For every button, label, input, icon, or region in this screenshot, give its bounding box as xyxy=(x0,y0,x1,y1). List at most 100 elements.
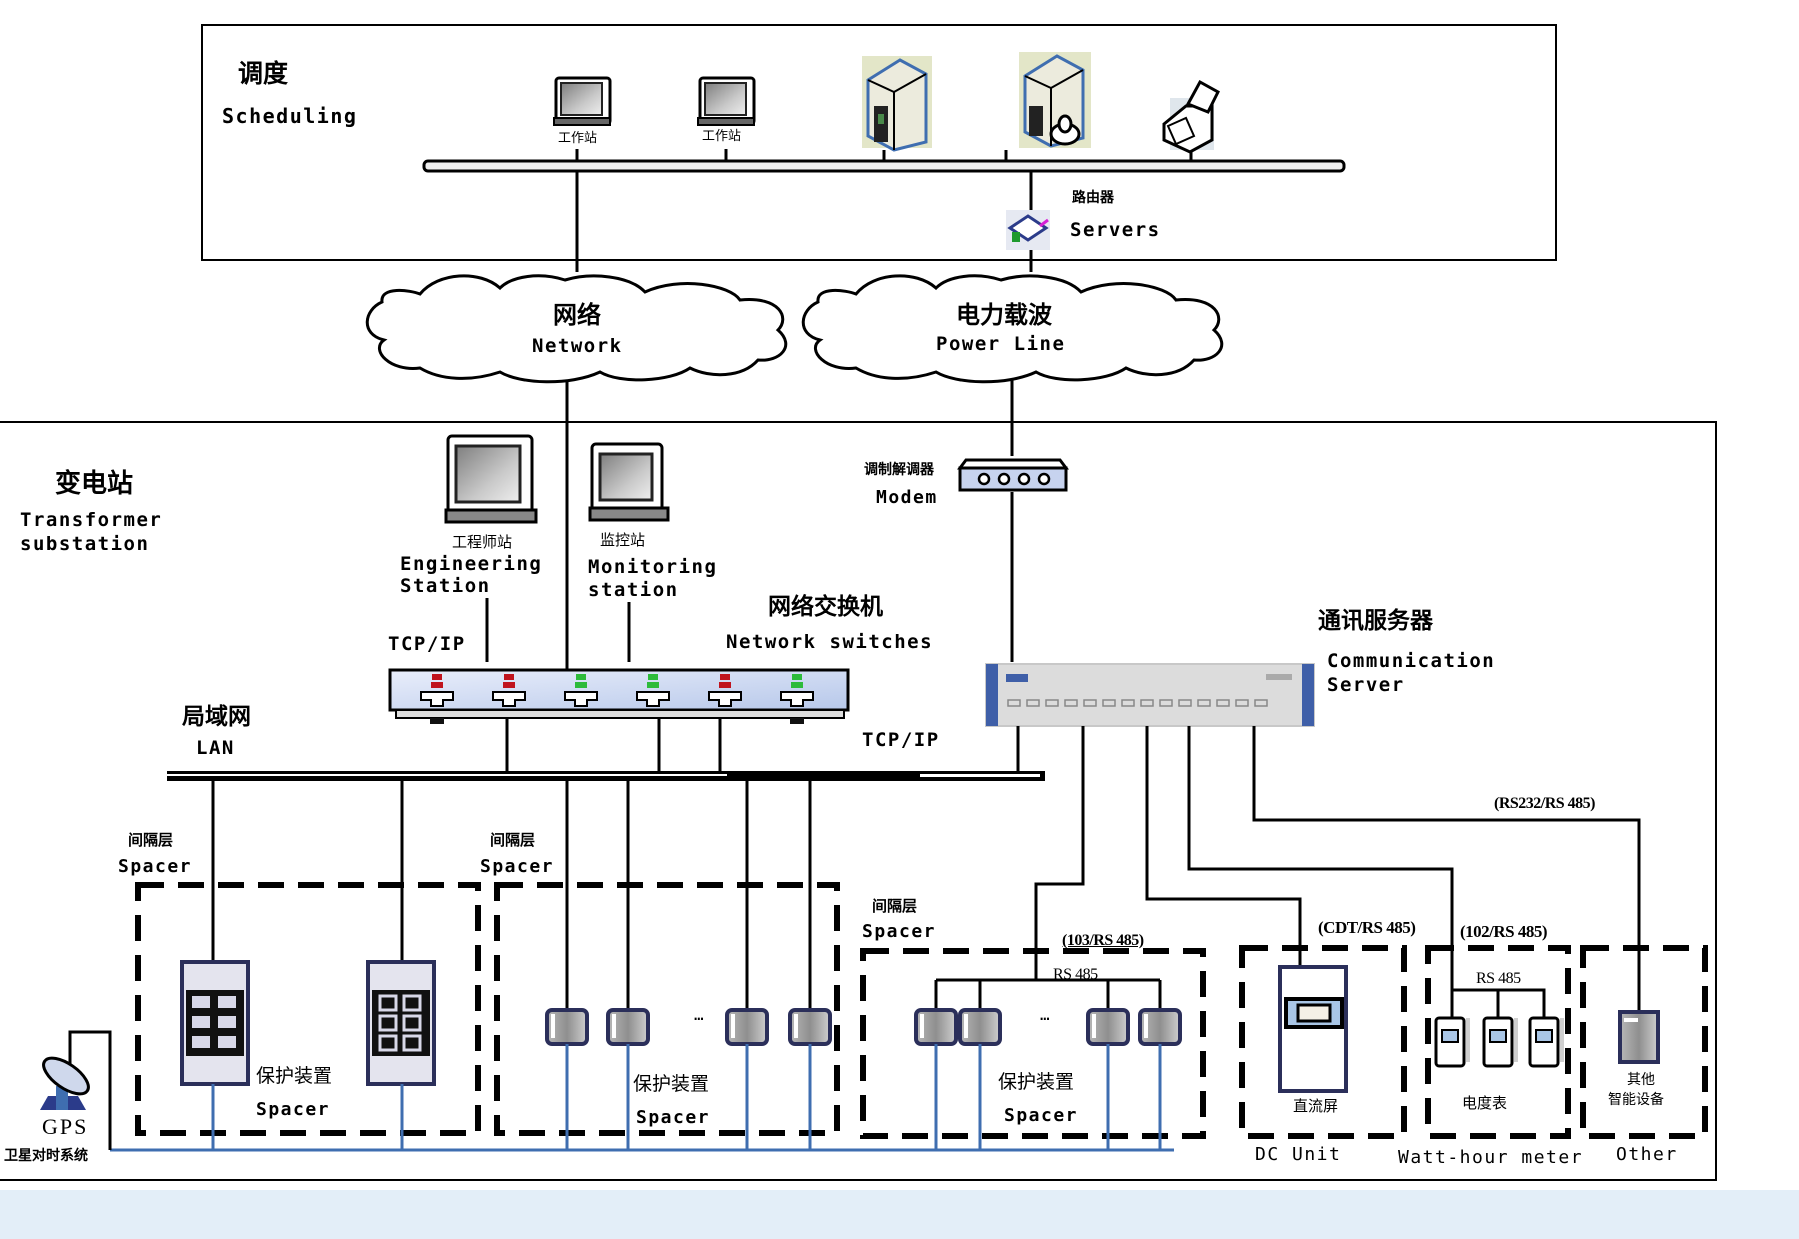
comm-server-label-cn: 通讯服务器 xyxy=(1318,608,1433,634)
watt-meter-icon xyxy=(1482,1016,1518,1068)
protection-device-icon xyxy=(1086,1008,1130,1046)
switch-port xyxy=(780,674,814,707)
watt-meter-label-en: Watt-hour meter xyxy=(1398,1147,1584,1168)
router-icon xyxy=(1006,210,1050,250)
network-cloud xyxy=(365,274,788,384)
switch-label-cn: 网络交换机 xyxy=(768,594,883,620)
rack-port xyxy=(1045,699,1059,707)
rack-port xyxy=(1102,699,1116,707)
spacer-box-1 xyxy=(135,882,481,1136)
monitoring-station-label-cn: 监控站 xyxy=(600,531,646,549)
workstation-label: 工作站 xyxy=(702,129,742,144)
protection-device-icon xyxy=(914,1008,958,1046)
rack-port xyxy=(1197,699,1211,707)
ellipsis: … xyxy=(1040,1005,1050,1024)
watt-meter-label-cn: 电度表 xyxy=(1462,1094,1508,1112)
rack-port xyxy=(1007,699,1021,707)
spacer-header-en: Spacer xyxy=(118,856,193,877)
power-line-cloud-label-en: Power Line xyxy=(936,333,1066,355)
spacer-header-en: Spacer xyxy=(862,921,937,942)
spacer-header-cn: 间隔层 xyxy=(490,831,536,849)
substation-title-en-1: Transformer xyxy=(20,509,163,531)
protection-label-en: Spacer xyxy=(256,1099,331,1120)
rack-port xyxy=(1064,699,1078,707)
substation-title-cn: 变电站 xyxy=(55,469,134,499)
server-with-phone-icon xyxy=(1019,52,1091,148)
spacer-header-cn: 间隔层 xyxy=(128,831,174,849)
protection-device-icon xyxy=(1138,1008,1182,1046)
scheduling-box xyxy=(201,24,1557,261)
protocol-102-label: (102/RS 485) xyxy=(1460,922,1548,941)
power-line-cloud-label-cn: 电力载波 xyxy=(956,301,1052,329)
engineering-station-icon xyxy=(444,434,538,524)
printer-icon xyxy=(1162,79,1220,154)
other-device-icon xyxy=(1618,1010,1660,1064)
engineering-station-label-en-2: Station xyxy=(400,575,491,597)
switch-port xyxy=(708,674,742,707)
protocol-cdt-label: (CDT/RS 485) xyxy=(1318,918,1416,937)
comm-server-label-en-1: Communication xyxy=(1327,650,1496,672)
monitoring-station-icon xyxy=(588,442,670,522)
gps-antenna-icon xyxy=(40,1056,90,1110)
spacer-header-cn: 间隔层 xyxy=(872,897,918,915)
other-box xyxy=(1580,945,1708,1139)
rs485-label: RS 485 xyxy=(1053,966,1098,983)
protection-cabinet-icon xyxy=(180,960,250,1086)
scheduling-bus xyxy=(422,159,1346,173)
substation-box xyxy=(0,421,1717,1181)
monitoring-station-label-en-1: Monitoring xyxy=(588,556,718,578)
scheduling-title-cn: 调度 xyxy=(238,59,289,88)
rack-port xyxy=(1121,699,1135,707)
rack-port xyxy=(1216,699,1230,707)
protection-device-icon xyxy=(545,1008,589,1046)
protection-label-cn: 保护装置 xyxy=(256,1065,333,1087)
modem-icon xyxy=(957,458,1069,492)
dc-unit-icon xyxy=(1278,965,1348,1093)
rack-port xyxy=(1140,699,1154,707)
protection-label-en: Spacer xyxy=(1004,1105,1079,1126)
substation-title-en-2: substation xyxy=(20,533,150,555)
protection-label-cn: 保护装置 xyxy=(633,1073,710,1095)
router-label-cn: 路由器 xyxy=(1072,190,1114,206)
spacer-box-2 xyxy=(494,882,840,1136)
other-label-cn-1: 其他 xyxy=(1627,1072,1655,1088)
watt-meter-box xyxy=(1425,945,1571,1139)
engineering-station-label-en-1: Engineering xyxy=(400,553,543,575)
rack-port xyxy=(1178,699,1192,707)
protocol-rs232-label: (RS232/RS 485) xyxy=(1494,795,1596,812)
workstation-label: 工作站 xyxy=(558,131,598,146)
engineering-station-label-cn: 工程师站 xyxy=(452,533,513,551)
protection-label-cn: 保护装置 xyxy=(998,1071,1075,1093)
network-cloud-label-cn: 网络 xyxy=(553,301,601,329)
switch-port xyxy=(564,674,598,707)
protocol-103-label: (103/RS 485) xyxy=(1062,932,1144,949)
workstation-icon xyxy=(553,76,612,126)
bottom-band xyxy=(0,1190,1799,1239)
spacer-box-3 xyxy=(860,948,1206,1139)
lan-label-en: LAN xyxy=(196,737,235,759)
switch-port xyxy=(636,674,670,707)
gps-label: GPS xyxy=(42,1114,89,1139)
watt-meter-icon xyxy=(1528,1016,1564,1068)
rack-port xyxy=(1026,699,1040,707)
tcpip-label-left: TCP/IP xyxy=(388,633,466,655)
communication-server-icon xyxy=(985,663,1315,727)
rack-port xyxy=(1159,699,1173,707)
switch-port xyxy=(420,674,454,707)
dc-unit-label-en: DC Unit xyxy=(1255,1144,1342,1165)
protection-device-icon xyxy=(788,1008,832,1046)
rack-port xyxy=(1235,699,1249,707)
server-icon xyxy=(862,56,932,152)
modem-label-en: Modem xyxy=(876,487,938,508)
gps-label-cn: 卫星对时系统 xyxy=(4,1148,88,1164)
power-line-cloud xyxy=(801,274,1224,384)
rack-port xyxy=(1254,699,1268,707)
watt-meter-icon xyxy=(1434,1016,1470,1068)
scheduling-title-en: Scheduling xyxy=(222,104,358,128)
switch-label-en: Network switches xyxy=(726,631,934,653)
rs485-label: RS 485 xyxy=(1476,970,1521,987)
lan-label-cn: 局域网 xyxy=(182,704,251,730)
ellipsis: … xyxy=(694,1005,704,1024)
network-cloud-label-en: Network xyxy=(532,335,623,357)
